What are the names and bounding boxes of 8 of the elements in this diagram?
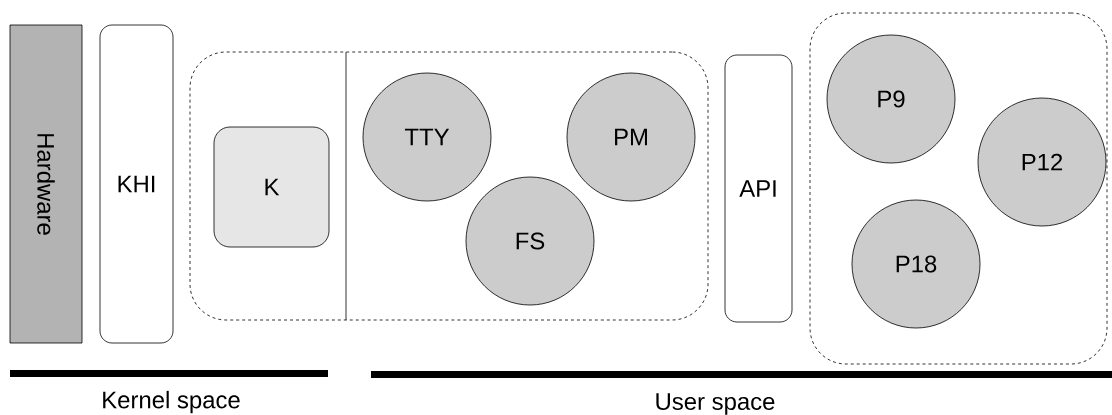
space-label: Kernel space (103, 390, 240, 414)
space-label: User space (656, 393, 775, 415)
layer-box: KHI (99, 24, 174, 344)
dashed-region (809, 12, 1108, 365)
hardware-bar: Hardware (9, 24, 83, 344)
kernel-box: K (213, 126, 330, 248)
layer-box: API (724, 54, 793, 323)
dashed-region (189, 51, 709, 321)
